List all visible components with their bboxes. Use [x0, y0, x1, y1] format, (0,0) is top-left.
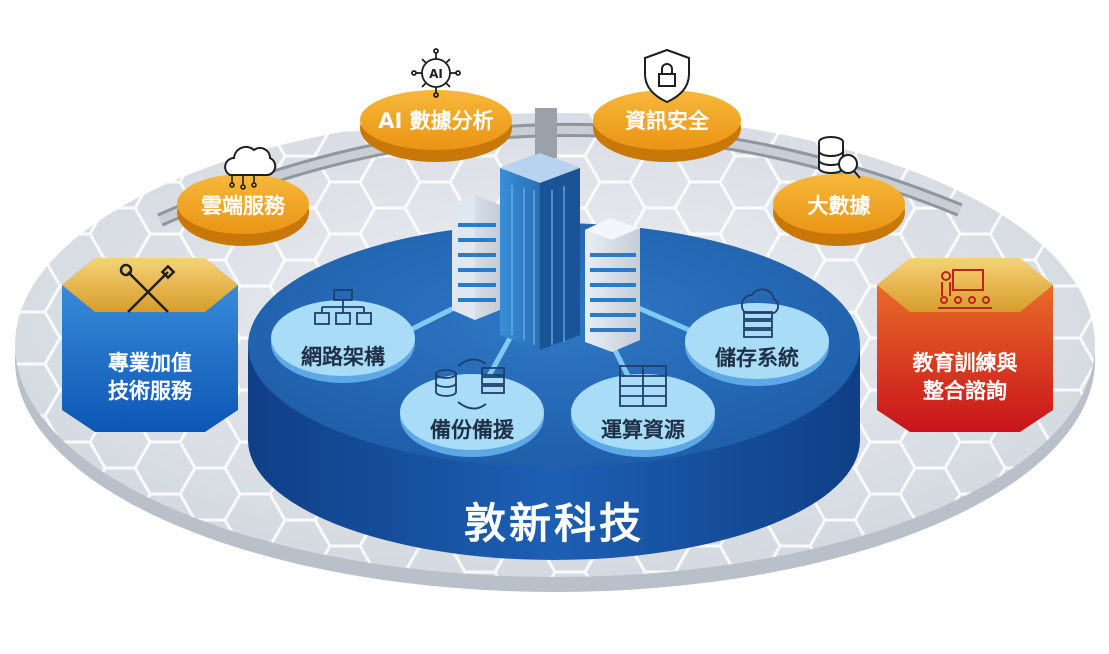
side-left-line1: 專業加值 [108, 351, 192, 375]
tools-wrench-screwdriver-icon [119, 263, 176, 313]
side-right-line1: 教育訓練與 [913, 351, 1018, 375]
backup-sync-icon [435, 358, 505, 410]
core-node-compute[interactable]: 運算資源 [571, 365, 715, 457]
cloud-storage-icon [741, 288, 780, 338]
side-panel-technical-services[interactable]: 專業加值 技術服務 [62, 258, 238, 432]
side-panel-training-consulting[interactable]: 教育訓練與 整合諮詢 [877, 258, 1053, 432]
side-right-line2: 整合諮詢 [923, 379, 1007, 403]
shield-lock-icon [644, 48, 690, 104]
orbit-node-security[interactable]: 資訊安全 [593, 48, 741, 162]
network-topology-icon [314, 289, 372, 325]
orbit-label-cloud: 雲端服務 [201, 194, 286, 218]
orbit-node-ai[interactable]: AI AI 數據分析 [360, 48, 512, 162]
core-label-compute: 運算資源 [601, 418, 685, 442]
side-left-line2: 技術服務 [108, 379, 193, 403]
orbit-node-cloud[interactable]: 雲端服務 [177, 145, 309, 246]
orbit-label-security: 資訊安全 [625, 109, 710, 133]
core-node-backup[interactable]: 備份備援 [400, 358, 544, 457]
training-classroom-icon [938, 269, 992, 309]
orbit-label-bigdata: 大數據 [808, 194, 872, 218]
ai-chip-text: AI [429, 67, 443, 81]
orbit-label-ai: AI 數據分析 [378, 109, 493, 133]
core-label-backup: 備份備援 [430, 418, 515, 442]
server-rack-icon [619, 365, 667, 407]
core-label-storage: 儲存系統 [715, 346, 799, 370]
center-title: 敦新科技 [464, 499, 644, 548]
cloud-network-icon [224, 145, 277, 176]
server-towers [452, 153, 640, 352]
ai-chip-icon [411, 48, 461, 98]
orbit-node-bigdata[interactable]: 大數據 [773, 136, 905, 246]
core-node-network[interactable]: 網路架構 [271, 289, 415, 383]
core-label-network: 網路架構 [301, 345, 385, 369]
database-search-icon [818, 136, 861, 179]
core-node-storage[interactable]: 儲存系統 [685, 288, 829, 386]
